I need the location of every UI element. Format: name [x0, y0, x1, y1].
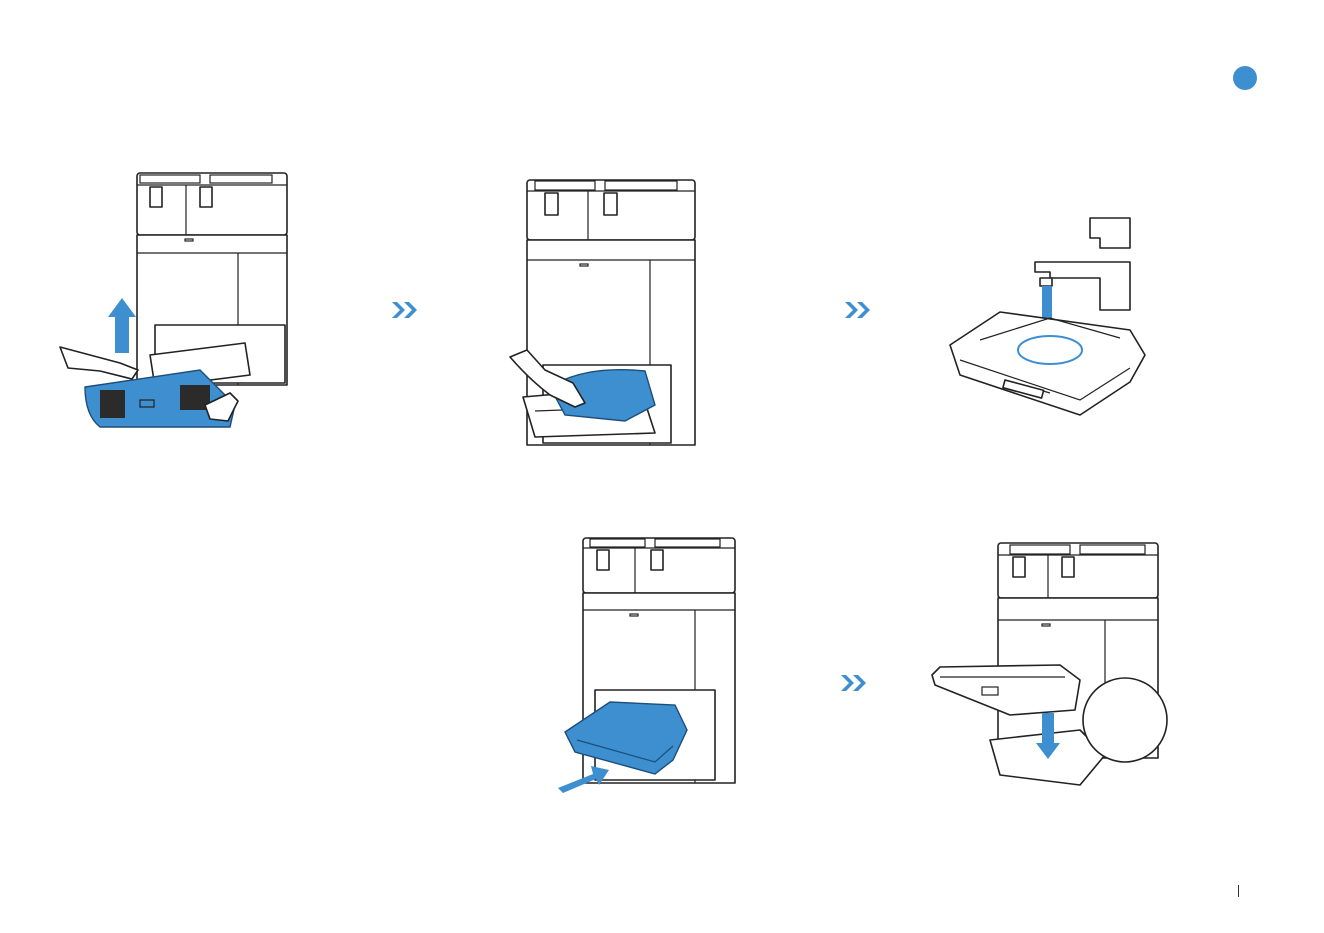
- double-chevron-right-icon: [843, 300, 873, 320]
- illustration-reinstall-cover: [930, 535, 1170, 790]
- step-marker-dot: [1233, 66, 1257, 90]
- double-chevron-right-icon: [839, 673, 869, 693]
- page-divider: [1238, 885, 1239, 897]
- double-chevron-right-icon: [390, 300, 420, 320]
- illustration-pull-out-washboard: [505, 175, 715, 455]
- arrow-up-icon: [108, 298, 136, 353]
- illustration-rinse-under-faucet: [940, 210, 1165, 430]
- illustration-slide-washboard-in: [555, 530, 745, 800]
- illustration-remove-mop-cover: [60, 165, 300, 435]
